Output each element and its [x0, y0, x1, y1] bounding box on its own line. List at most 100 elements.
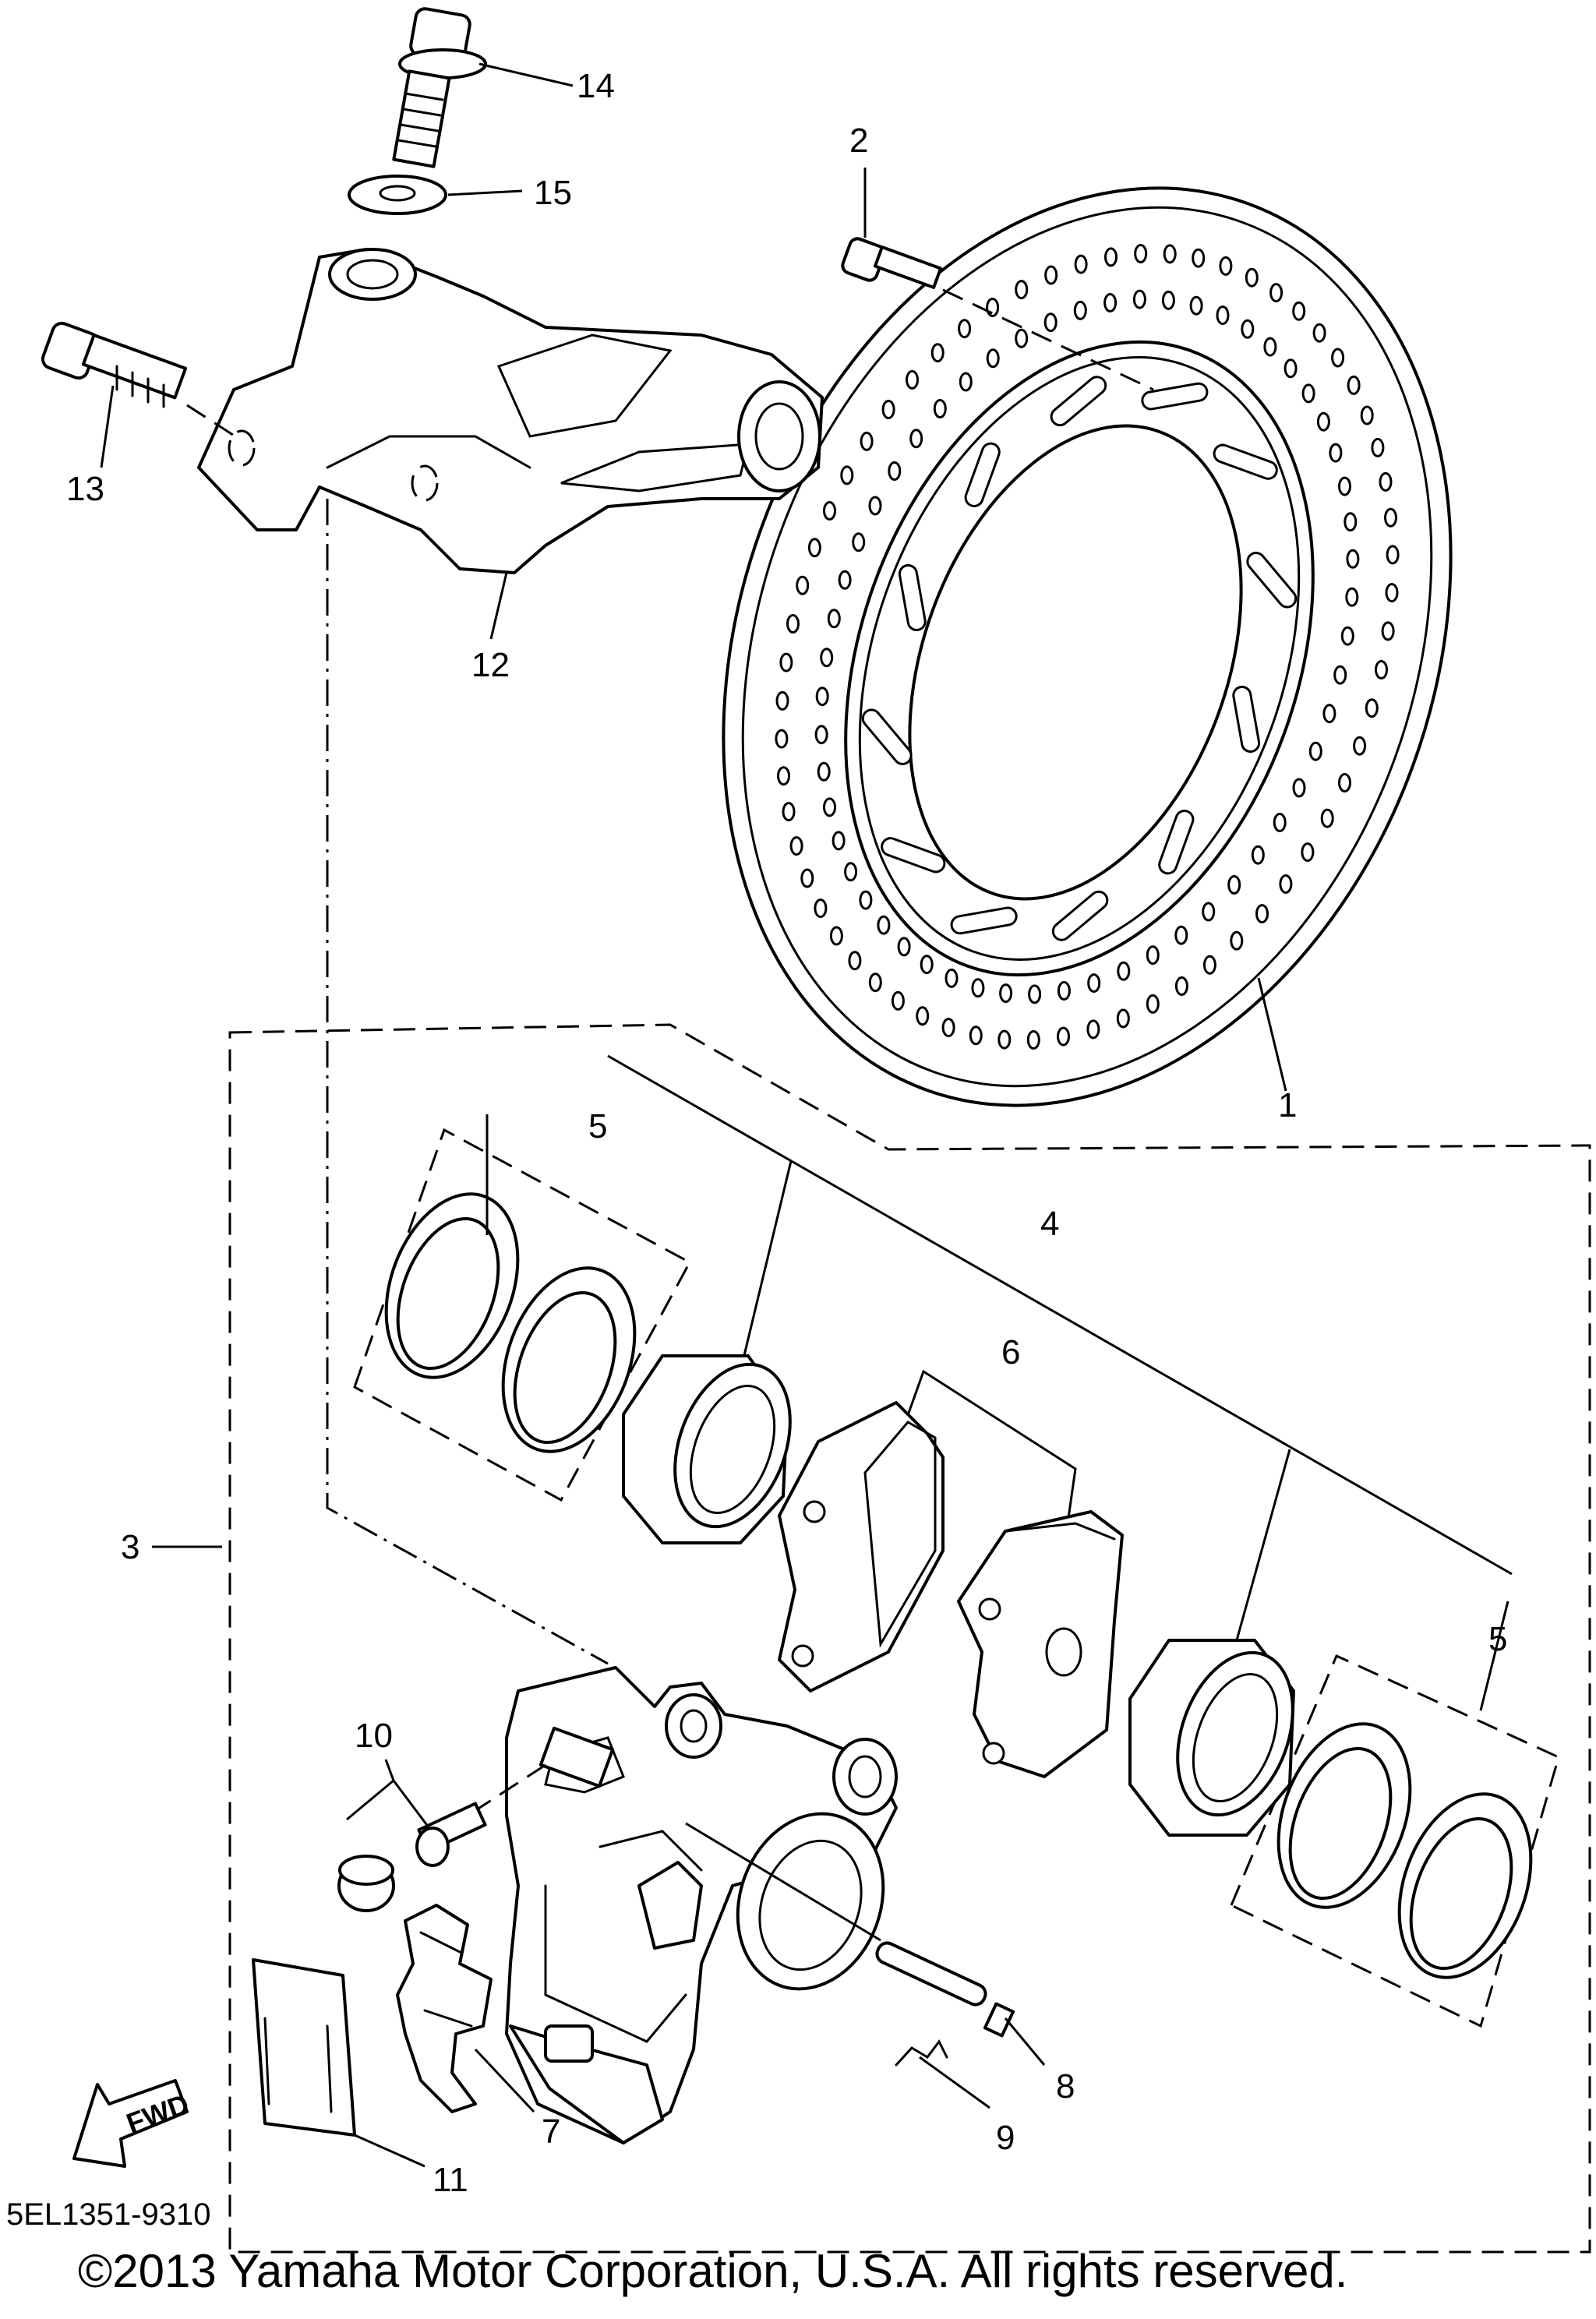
callout-13: 13 [66, 470, 104, 508]
disc-hole [909, 429, 923, 449]
disc-hole [1322, 704, 1336, 724]
disc-hole [1146, 994, 1160, 1014]
disc-hole [814, 725, 828, 745]
disc-hole [1384, 507, 1397, 528]
disc-hole [1360, 405, 1374, 425]
pin-clip [895, 2039, 948, 2067]
disc-hole [1057, 981, 1071, 1001]
disc-hole [877, 915, 891, 935]
disc-hole [1219, 256, 1233, 276]
disc-hole [1132, 289, 1146, 309]
callout-6: 6 [1001, 1333, 1020, 1371]
disc-hole [1312, 323, 1326, 343]
disc-hole [1174, 976, 1188, 996]
disc-hole [1329, 443, 1343, 463]
disc-hole [829, 926, 843, 946]
disc-hole [859, 890, 873, 910]
fwd-arrow [72, 2079, 189, 2168]
disc-hole [779, 652, 793, 672]
disc-slot [1050, 376, 1107, 427]
bracket-bolt [41, 321, 238, 439]
disc-slot [898, 563, 927, 632]
disc-slot [1158, 810, 1195, 875]
disc-hole [844, 862, 858, 882]
disc-hole [800, 868, 814, 888]
disc-hole [827, 609, 841, 629]
disc-hole [1385, 583, 1399, 603]
disc-hole [1230, 930, 1244, 951]
disc-hole [1116, 1008, 1130, 1029]
disc-hole [897, 937, 911, 957]
disc-hole [1338, 773, 1351, 792]
disc-hole [1251, 845, 1265, 865]
drawing-code: 5EL1351-9310 [6, 2197, 211, 2232]
caliper-assembly-box [228, 1023, 1591, 2254]
disc-hole [1353, 736, 1367, 756]
disc-hole [1301, 383, 1315, 404]
disc-hole [796, 575, 810, 595]
callout-10: 10 [355, 1717, 393, 1755]
disc-hole [1320, 808, 1334, 828]
disc-hole [1381, 621, 1395, 641]
copyright-notice: ©2013 Yamaha Motor Corporation, U.S.A. A… [78, 2245, 1348, 2297]
disc-hole [860, 431, 874, 451]
disc-hole [945, 968, 959, 988]
piston-seals-left [384, 1192, 637, 1453]
disc-hole [1026, 1030, 1040, 1050]
callout-5-left: 5 [588, 1107, 607, 1145]
disc-hole [1338, 476, 1351, 496]
disc-hole [1174, 925, 1188, 945]
disc-slot [861, 708, 913, 765]
disc-hole [881, 400, 895, 419]
disc-hole [986, 348, 1000, 369]
disc-hole [1163, 244, 1177, 264]
caliper-bracket [197, 248, 824, 574]
disc-hole [848, 951, 862, 971]
callout-14: 14 [577, 67, 615, 105]
callout-4: 4 [1040, 1205, 1059, 1243]
brake-pad-1 [778, 1401, 945, 1692]
disc-hole [840, 465, 854, 485]
disc-hole [1375, 660, 1388, 679]
disc-hole [959, 372, 973, 392]
disc-hole [1087, 973, 1101, 994]
disc-hole [775, 690, 789, 711]
callout-5-right: 5 [1488, 1620, 1507, 1658]
disc-slot [950, 906, 1018, 935]
brake-pad-2 [957, 1510, 1124, 1778]
disc-hole [823, 797, 836, 817]
disc-hole [1161, 290, 1175, 310]
leader-lines [100, 62, 1509, 2168]
piston-left [622, 1354, 792, 1544]
disc-hole [1316, 411, 1330, 432]
disc-hole [1386, 545, 1400, 565]
leader-part-6 [902, 1369, 1077, 1524]
bleed-screw [337, 1778, 487, 1912]
disc-hole [1192, 248, 1206, 268]
disc-bolt [841, 237, 1154, 391]
disc-hole [815, 687, 829, 707]
disc-hole [775, 729, 789, 749]
disc-hole [930, 343, 945, 363]
disc-hole [888, 461, 902, 481]
disc-hole [958, 319, 972, 339]
disc-hole [1344, 512, 1358, 532]
pad-insulator [252, 1958, 356, 2137]
disc-hole [789, 836, 803, 856]
callout-12: 12 [471, 646, 510, 684]
disc-hole [1365, 698, 1379, 718]
disc-hole [891, 990, 905, 1011]
disc-hole [838, 570, 852, 590]
callout-8: 8 [1056, 2067, 1075, 2105]
disc-hole [1117, 961, 1131, 981]
disc-slot [881, 837, 946, 874]
disc-hole [998, 1029, 1012, 1050]
disc-hole [1273, 813, 1287, 832]
disc-hole [1279, 874, 1293, 894]
disc-hole [1028, 984, 1042, 1004]
disc-slot [964, 442, 1001, 507]
disc-hole [1073, 300, 1087, 320]
disc-hole [868, 972, 882, 993]
pad-spring [396, 1904, 493, 2113]
disc-hole [1086, 1019, 1100, 1039]
